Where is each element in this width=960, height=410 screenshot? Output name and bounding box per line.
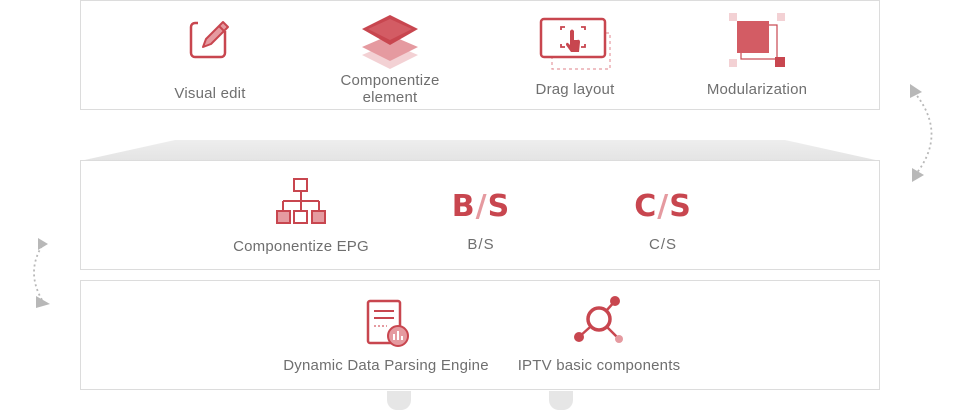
- visual-edit-label: Visual edit: [174, 85, 246, 102]
- stacked-layers-icon: [362, 15, 418, 69]
- pencil-edit-icon: [189, 15, 234, 59]
- feature-panel-top: Visual edit Componentize element Drag la…: [80, 0, 880, 110]
- componentize-element-label-line2: element: [362, 89, 418, 106]
- cs-mark-c: C: [634, 189, 658, 224]
- curved-double-arrow-left-icon: [33, 238, 50, 308]
- parsing-engine-label: Dynamic Data Parsing Engine: [283, 357, 489, 374]
- cs-mark-slash: /: [657, 189, 670, 224]
- parsing-engine-item: Dynamic Data Parsing Engine: [271, 299, 501, 374]
- bs-mark: B/S: [452, 189, 510, 225]
- module-squares-icon: [729, 13, 785, 67]
- bs-mark-s: S: [487, 189, 511, 224]
- bs-item: B/S B/S: [431, 189, 531, 253]
- cs-label: C/S: [648, 236, 677, 253]
- iptv-components-label: IPTV basic components: [517, 357, 681, 374]
- visual-edit-item: Visual edit: [171, 15, 249, 102]
- feature-panel-middle: Componentize EPG B/S B/S C/S C/S: [80, 160, 880, 270]
- modularization-label: Modularization: [706, 81, 808, 98]
- drag-layout-item: Drag layout: [521, 17, 629, 98]
- cs-mark-s: S: [669, 189, 692, 224]
- support-peg-right: [549, 391, 573, 410]
- componentize-element-label-line1: Componentize: [340, 72, 440, 89]
- modularization-item: Modularization: [697, 11, 817, 98]
- iptv-components-item: IPTV basic components: [499, 293, 699, 374]
- componentize-element-item: Componentize element: [326, 13, 454, 106]
- document-chart-icon: [366, 299, 409, 347]
- panel-connector-trapezoid: [80, 140, 880, 161]
- feature-panel-bottom: Dynamic Data Parsing Engine IPTV basic c…: [80, 280, 880, 390]
- componentize-epg-label: Componentize EPG: [233, 238, 369, 255]
- hierarchy-tree-icon: [276, 178, 326, 224]
- drag-layout-label: Drag layout: [535, 81, 615, 98]
- support-peg-left: [387, 391, 411, 410]
- bs-label: B/S: [467, 236, 495, 253]
- network-node-icon: [574, 296, 623, 343]
- cs-item: C/S C/S: [613, 189, 713, 253]
- bs-mark-slash: /: [475, 189, 488, 224]
- bs-mark-b: B: [451, 189, 476, 224]
- curved-double-arrow-right-icon: [910, 84, 933, 182]
- drag-hand-icon: [539, 17, 611, 70]
- componentize-epg-item: Componentize EPG: [221, 177, 381, 255]
- cs-mark: C/S: [634, 189, 692, 225]
